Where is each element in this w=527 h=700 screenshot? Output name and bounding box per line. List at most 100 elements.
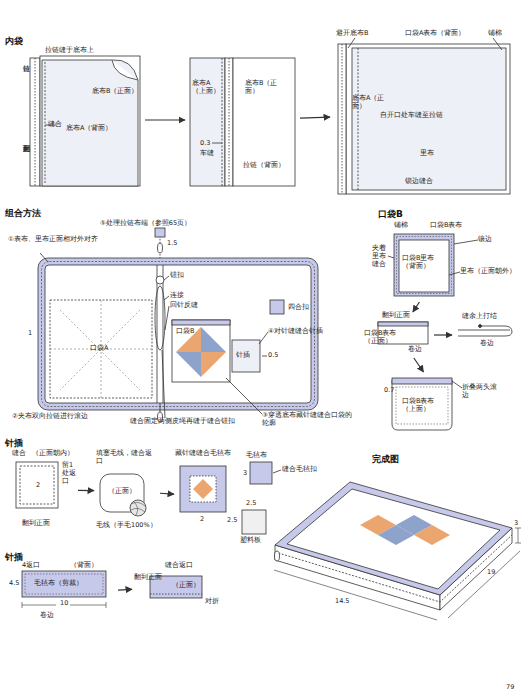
note-text: ③穿透底布藏针缝缝合口袋的轮廓 (262, 412, 354, 428)
label-text: 79 (506, 684, 514, 692)
lining-step-part (358, 48, 359, 190)
section-heading: 内袋 (5, 36, 23, 47)
pincushion-steps-part (131, 502, 145, 515)
pencil-case-assembly-part (232, 340, 260, 372)
note-text: ②夹布双向拉链进行滚边 (12, 413, 88, 421)
finished-case-part (274, 570, 437, 620)
note-text: 卷边 (408, 346, 422, 354)
note-text: 针插 (236, 352, 250, 360)
pencil-case-assembly-part (172, 320, 230, 325)
pincushion-steps (16, 462, 281, 608)
label-text: 缝合毛毡扣 (282, 466, 317, 474)
pencil-case-assembly (38, 228, 318, 422)
note-text: 2.5 (246, 500, 256, 508)
note-text: 口袋B表布（正面） (364, 330, 404, 346)
step-panel: 缝合返口翻到正面（正面）对折 (132, 562, 220, 612)
note-text: 缝余上打结 (462, 313, 497, 321)
plastic-board: 2.52.5塑料板 (226, 498, 272, 548)
lining-step-part (342, 44, 343, 194)
note-text: 翻到正面 (22, 520, 50, 528)
note-text: ①表布、里布正面相对外对齐 (8, 236, 103, 244)
pincushion-steps-part (25, 574, 103, 594)
pocket-b-steps-part (399, 240, 449, 292)
note-text: 毛毡布（剪裁） (34, 580, 83, 588)
note-text: （正面） (172, 582, 200, 590)
pencil-case-assembly-part (157, 265, 158, 403)
pocket-b-steps-part (397, 237, 452, 294)
note-text: 毛线（手毛100%） (96, 522, 157, 530)
detail-panel: 缝余上打结卷边 (452, 312, 522, 358)
pincushion-piece: 针插 (232, 340, 260, 372)
pencil-case-assembly-part (155, 228, 165, 237)
step-panel: 藏针缝缝合毛毡布2 (174, 448, 228, 544)
note-text: 拉链（背面） (243, 162, 293, 170)
finished-case-part (414, 525, 450, 545)
section-heading: 针插 (5, 552, 23, 563)
section-heading: 针插 (5, 438, 23, 449)
finished-case-part (275, 551, 280, 561)
note-text: 钮扣 (170, 272, 184, 280)
step-arrow (78, 490, 94, 491)
note-text: 里布 (420, 150, 434, 158)
pencil-case-assembly-part (201, 327, 226, 352)
note-text: 填塞毛线，缝合返口 (96, 450, 158, 466)
note-text: 避开底布B (336, 30, 368, 38)
note-text: 0.3 (200, 140, 210, 148)
note-text: 拉链缝于底布上 (45, 47, 94, 55)
note-text: 口袋B里布（背面） (402, 255, 446, 271)
step-panel: 填塞毛线，缝合返口（正面）毛线（手毛100%） (94, 448, 160, 534)
note-text: ⑤处理拉链布端（参照65页） (100, 220, 191, 228)
zipper-stitch-step-part (225, 58, 233, 186)
step-arrow (118, 589, 132, 591)
note-text: 底布A（正面） (352, 95, 386, 111)
note-text: 口袋B表布（上面） (402, 398, 448, 414)
section-heading: 口袋B (378, 209, 403, 220)
note-text: ④对针缝缝合针插 (268, 328, 338, 336)
lining-step-part (346, 44, 510, 194)
felt-square: 毛毡布3 (240, 452, 276, 492)
note-text: 回针反缝 (170, 302, 198, 310)
step-arrow (413, 302, 419, 312)
note-text: 车缝 (200, 150, 214, 158)
note-text: 1 (28, 330, 32, 338)
pocket-b-steps-part (458, 326, 512, 336)
assembly-panel: ⑤处理拉链布端（参照65页）1.5①表布、里布正面相对外对齐钮扣连接回针反缝1口… (5, 218, 360, 433)
pencil-case-assembly-part (160, 403, 161, 413)
finished-case-part (515, 528, 521, 543)
section-heading: 完成图 (372, 454, 399, 465)
note-text: 毛毡布 (246, 452, 267, 460)
note-text: 底布A（背面） (66, 125, 112, 133)
zipper-sewing-step-part (30, 58, 40, 186)
note-text: （背面） (70, 562, 98, 570)
pincushion-steps-part (16, 462, 58, 508)
step-panel: 避开底布B口袋A表布（背面）铺棉底布A（正面）自开口处车缝至拉链里布锁边缝合 (330, 28, 522, 200)
step-arrow (414, 358, 424, 372)
step-panel: 铺棉口袋B表布镶边夹着里布缝合口袋B里布（背面）里布（正面朝外） (370, 220, 522, 302)
step-arrow (434, 334, 452, 335)
zipper-sewing-step-part (112, 60, 138, 80)
pencil-case-assembly-part (164, 276, 169, 280)
note-text: 19 (487, 569, 495, 577)
note-text: 14.5 (335, 598, 349, 606)
zipper-stitch-step-part (233, 58, 295, 186)
pocket-b-steps-part (452, 381, 462, 388)
zipper-sewing-step-part (42, 60, 138, 186)
pencil-case-assembly-part (262, 356, 267, 357)
section-heading: 组合方法 (5, 208, 41, 219)
pocket-b-steps-part (392, 378, 452, 384)
pocket-piece: 口袋B (172, 320, 230, 382)
note-text: 铺棉 (394, 222, 408, 230)
pincushion-steps-part (193, 479, 213, 499)
lining-step-part (348, 38, 355, 48)
note-text: 缝合 (12, 450, 26, 458)
step-arrow (145, 119, 185, 120)
note-text: 2 (36, 482, 40, 490)
pencil-case-assembly-part (164, 296, 169, 300)
zipper-sewing-step-part (35, 58, 36, 186)
pencil-case-assembly-part (226, 378, 262, 414)
note-text: 锁边缝合 (405, 178, 433, 186)
lining-step-part (338, 44, 346, 194)
